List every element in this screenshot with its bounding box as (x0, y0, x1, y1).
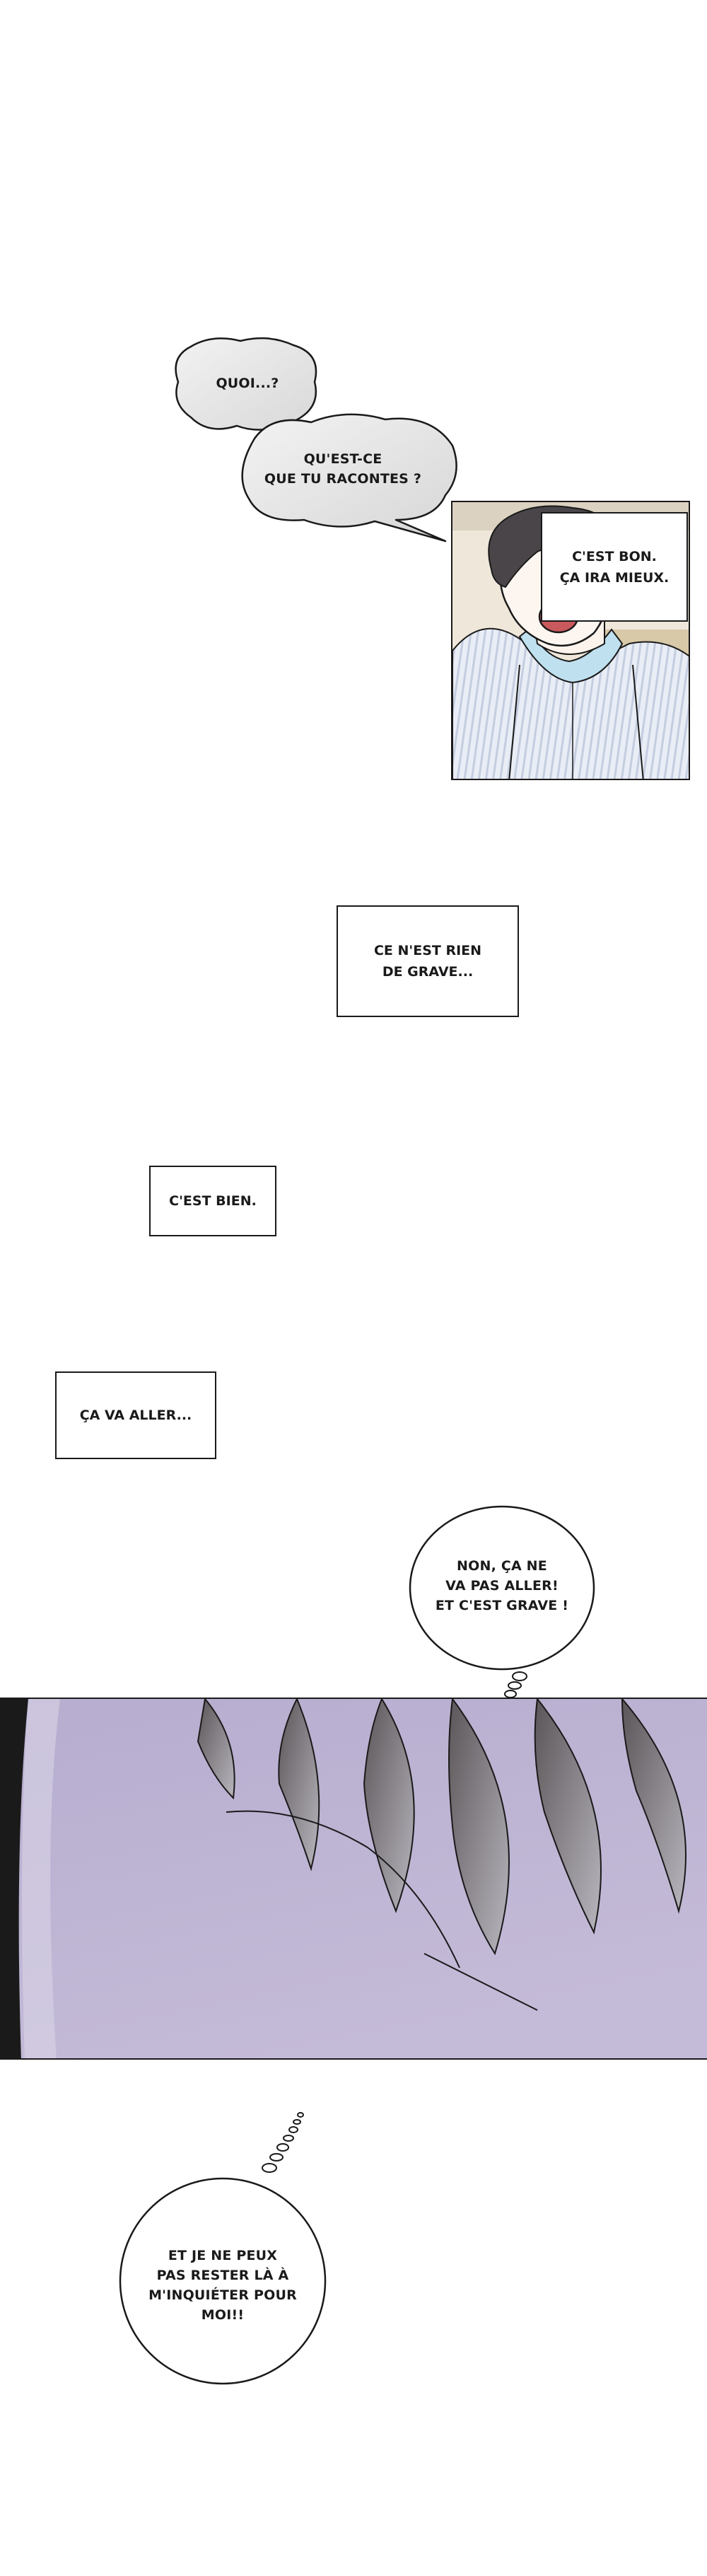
narration-ce-nest-rien: CE N'EST RIEN DE GRAVE... (337, 905, 519, 1017)
narration-ca-va-aller: ÇA VA ALLER... (55, 1371, 216, 1459)
hair-closeup-illustration (0, 1699, 707, 2058)
speech-bubble-quest-ce: QU'EST-CE QUE TU RACONTES ? (233, 407, 467, 552)
thought-bubble-non: NON, ÇA NE VA PAS ALLER! ET C'EST GRAVE … (396, 1499, 608, 1733)
bubble-text-et-je: ET JE NE PEUX PAS RESTER LÀ À M'INQUIÉTE… (148, 2248, 297, 2323)
narration-cest-bien: C'EST BIEN. (149, 1166, 276, 1236)
panel-character-closeup: C'EST BON. ÇA IRA MIEUX. (451, 501, 690, 780)
bubble-text-non: NON, ÇA NE VA PAS ALLER! ET C'EST GRAVE … (435, 1558, 569, 1613)
narration-cest-bon: C'EST BON. ÇA IRA MIEUX. (541, 512, 688, 622)
bubble-text-quoi: QUOI...? (216, 376, 279, 391)
bubble-text-quest-ce: QU'EST-CE QUE TU RACONTES ? (264, 451, 422, 487)
panel-lavender-closeup (0, 1698, 707, 2060)
thought-bubble-et-je: ET JE NE PEUX PAS RESTER LÀ À M'INQUIÉTE… (117, 2101, 350, 2398)
